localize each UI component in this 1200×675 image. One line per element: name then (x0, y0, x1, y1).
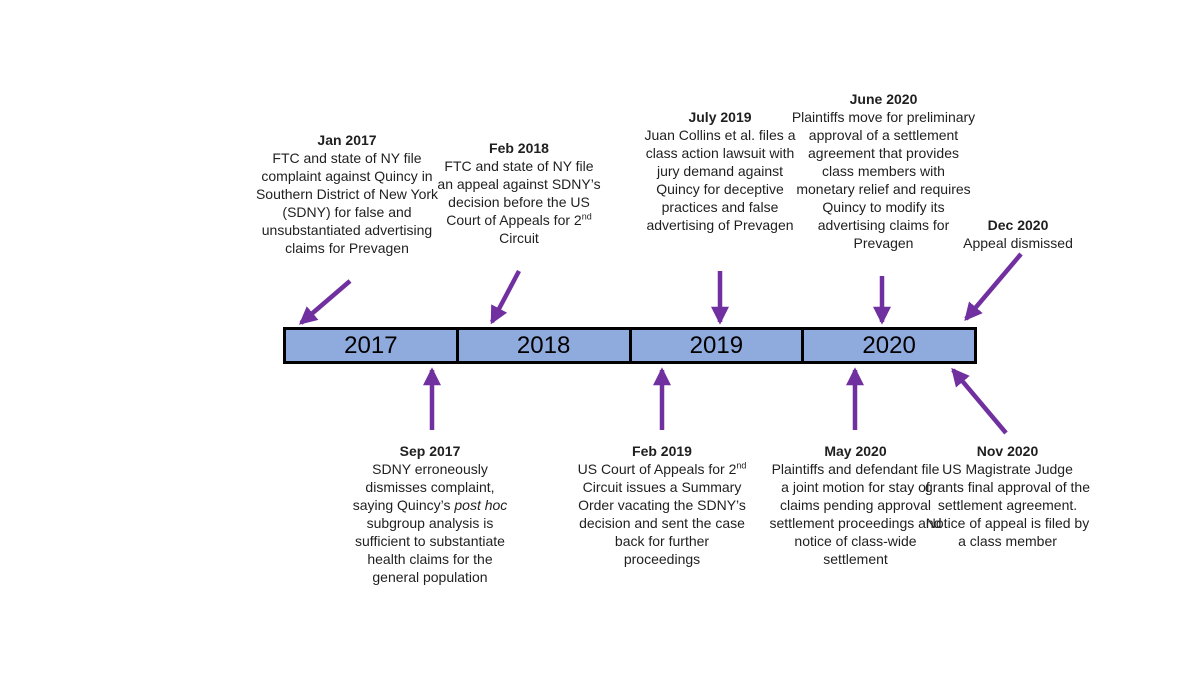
event-date: Sep 2017 (399, 443, 461, 459)
event-date: Feb 2018 (489, 140, 549, 156)
timeline-bar: 2017 2018 2019 2020 (283, 327, 977, 364)
event-text: Plaintiffs move for preliminary approval… (791, 109, 976, 251)
event-date: Jan 2017 (317, 132, 377, 148)
year-segment-2018: 2018 (455, 327, 632, 364)
event-date: Dec 2020 (987, 217, 1049, 233)
event-text: SDNY erroneously dismisses complaint, sa… (352, 461, 508, 585)
event-text: Appeal dismissed (963, 235, 1073, 251)
year-segment-2019: 2019 (628, 327, 805, 364)
event-date: Nov 2020 (976, 443, 1039, 459)
event-feb-2019: Feb 2019 US Court of Appeals for 2nd Cir… (576, 442, 748, 568)
event-june-2020: June 2020 Plaintiffs move for preliminar… (791, 90, 976, 252)
event-text: US Magistrate Judge grants final approva… (925, 461, 1090, 549)
event-text: Juan Collins et al. files a class action… (644, 127, 796, 233)
arrow-feb-2018 (490, 269, 521, 325)
event-text: FTC and state of NY file complaint again… (255, 150, 439, 256)
arrow-nov-2020 (951, 367, 1008, 435)
event-text: US Court of Appeals for 2nd Circuit issu… (577, 460, 747, 567)
event-may-2020: May 2020 Plaintiffs and defendant file a… (768, 442, 943, 568)
event-feb-2018: Feb 2018 FTC and state of NY file an app… (436, 139, 602, 247)
arrow-dec-2020 (964, 252, 1023, 322)
event-text: FTC and state of NY file an appeal again… (437, 158, 601, 246)
event-jan-2017: Jan 2017 FTC and state of NY file compla… (242, 131, 452, 257)
event-sep-2017: Sep 2017 SDNY erroneously dismisses comp… (350, 442, 510, 586)
event-july-2019: July 2019 Juan Collins et al. files a cl… (643, 108, 797, 234)
event-date: May 2020 (824, 443, 887, 459)
year-segment-2017: 2017 (283, 327, 459, 364)
event-date: June 2020 (849, 91, 918, 107)
year-segment-2020: 2020 (801, 327, 977, 364)
event-nov-2020: Nov 2020 US Magistrate Judge grants fina… (925, 442, 1090, 550)
event-text: Plaintiffs and defendant file a joint mo… (769, 461, 942, 567)
event-date: July 2019 (688, 109, 752, 125)
arrow-jan-2017 (298, 279, 352, 325)
event-dec-2020: Dec 2020 Appeal dismissed (947, 216, 1089, 252)
event-date: Feb 2019 (632, 443, 692, 459)
